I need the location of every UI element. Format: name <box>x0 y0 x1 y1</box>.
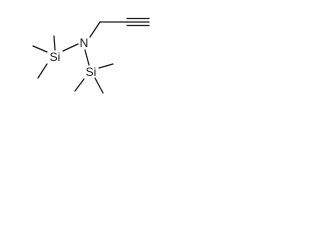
bond-si-bottom-methyl-left <box>74 78 85 92</box>
bond-si-bottom-methyl-right <box>98 63 114 69</box>
bond-si-left-n <box>62 43 79 52</box>
atom-si-bottom-label: Si <box>86 65 97 79</box>
bond-n-ch2 <box>89 21 101 38</box>
bond-si-left-methyl-left <box>32 45 48 53</box>
atom-si-left-label: Si <box>50 50 61 64</box>
structure-diagram: N Si Si <box>32 17 150 94</box>
bond-n-si-bottom <box>84 49 90 66</box>
atom-n-label: N <box>80 36 89 50</box>
bond-si-left-methyl-top <box>53 35 56 51</box>
bond-si-bottom-methyl-down <box>94 77 104 94</box>
bond-si-left-methyl-bottom <box>37 63 48 79</box>
